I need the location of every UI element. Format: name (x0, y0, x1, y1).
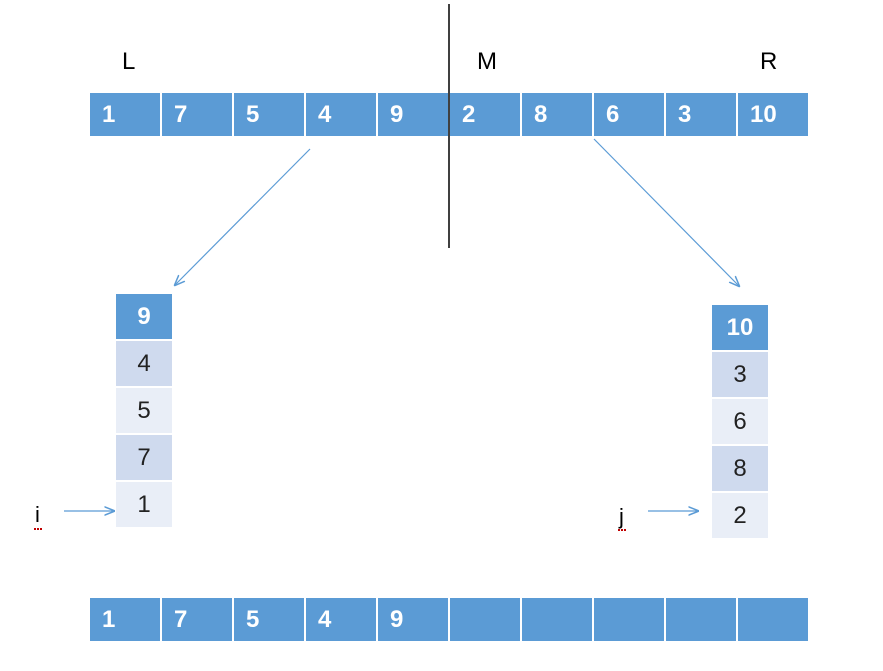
left-split-arrow (175, 148, 311, 285)
left-stack: 9 4 5 7 1 (116, 294, 172, 529)
right-stack-cell: 3 (712, 352, 768, 397)
top-array-cell: 7 (162, 93, 232, 136)
bottom-array-cell (666, 598, 736, 641)
right-split-arrow (593, 138, 739, 286)
bottom-array-cell: 9 (378, 598, 448, 641)
top-array-cell: 10 (738, 93, 808, 136)
bottom-array-cell (522, 598, 592, 641)
bottom-array-cell (450, 598, 520, 641)
left-stack-cell: 1 (116, 482, 172, 527)
top-array-cell: 9 (378, 93, 448, 136)
spellcheck-underline-i (34, 526, 42, 530)
top-array-cell: 3 (666, 93, 736, 136)
right-marker-label: R (760, 48, 778, 75)
left-stack-cell: 4 (116, 341, 172, 386)
right-stack: 10 3 6 8 2 (712, 305, 768, 540)
top-array-cell: 2 (450, 93, 520, 136)
top-array-cell: 1 (90, 93, 160, 136)
bottom-array-cell (594, 598, 664, 641)
mid-marker-label: M (477, 48, 497, 75)
right-stack-cell: 8 (712, 446, 768, 491)
pointer-i-label: i (35, 502, 40, 527)
right-stack-cell: 2 (712, 493, 768, 538)
top-array-cell: 8 (522, 93, 592, 136)
right-stack-cell: 6 (712, 399, 768, 444)
right-stack-cell: 10 (712, 305, 768, 350)
bottom-array-cell (738, 598, 808, 641)
bottom-array-cell: 5 (234, 598, 304, 641)
top-array-cell: 4 (306, 93, 376, 136)
pointer-j-label: j (619, 504, 624, 529)
spellcheck-underline-j (618, 527, 626, 531)
left-stack-cell: 5 (116, 388, 172, 433)
left-stack-cell: 9 (116, 294, 172, 339)
bottom-array-cell: 4 (306, 598, 376, 641)
top-array-cell: 5 (234, 93, 304, 136)
top-array-cell: 6 (594, 93, 664, 136)
bottom-array-cell: 1 (90, 598, 160, 641)
left-marker-label: L (122, 48, 136, 75)
bottom-array: 1 7 5 4 9 (90, 598, 808, 641)
left-stack-cell: 7 (116, 435, 172, 480)
bottom-array-cell: 7 (162, 598, 232, 641)
top-array: 1 7 5 4 9 2 8 6 3 10 (90, 93, 808, 136)
